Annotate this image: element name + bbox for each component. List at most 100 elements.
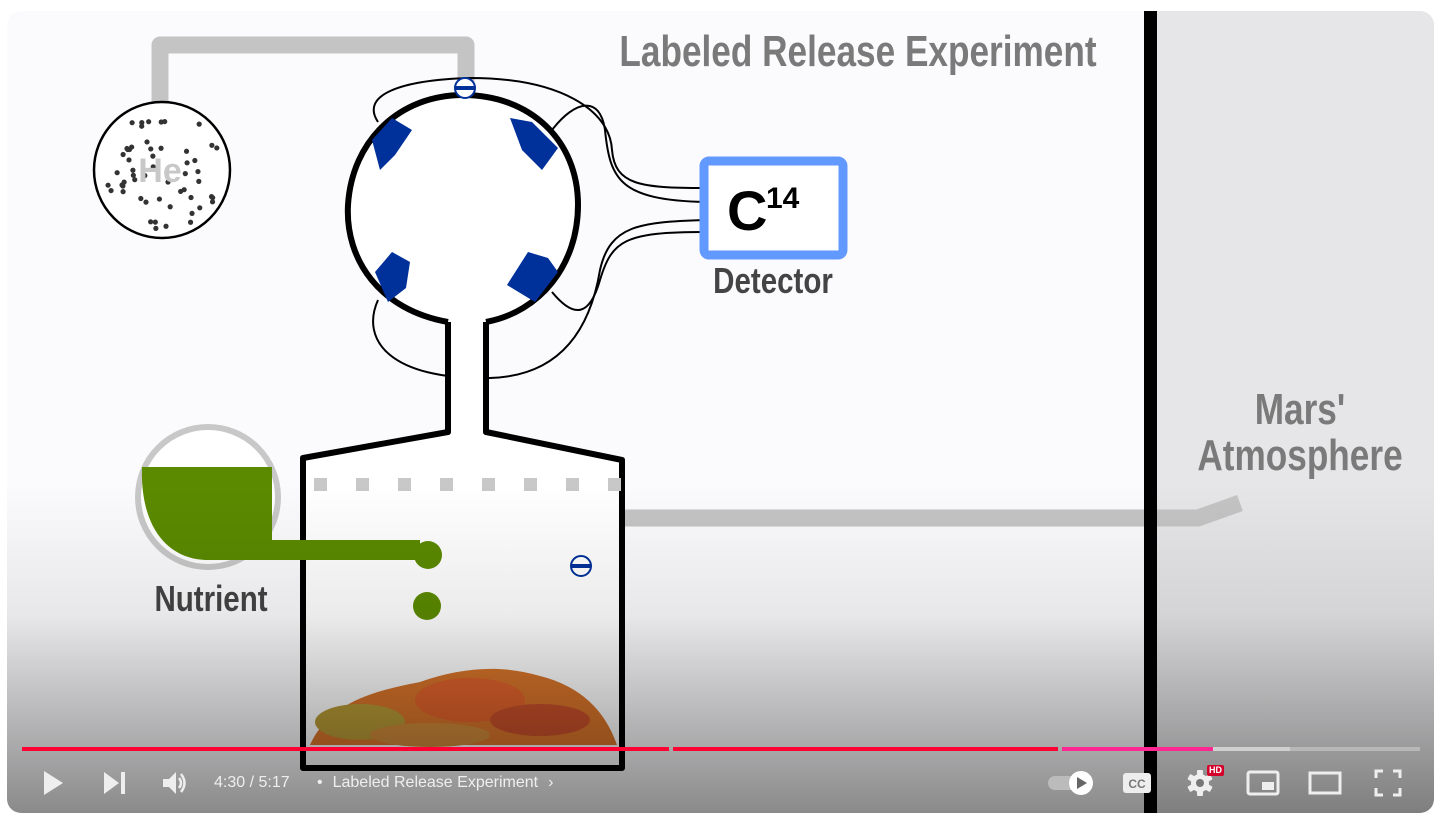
video-player[interactable]: He C 14 Detector Nutrient Labeled Releas… bbox=[7, 11, 1434, 813]
detector-symbol: C bbox=[727, 179, 767, 242]
helium-particle bbox=[129, 144, 135, 150]
mars-label-line2: Atmosphere bbox=[1197, 431, 1402, 480]
atmosphere-pipe bbox=[570, 494, 1243, 565]
screen-dot bbox=[524, 478, 537, 491]
miniplayer-button[interactable] bbox=[1245, 767, 1281, 799]
helium-particle bbox=[130, 172, 136, 178]
mars-panel bbox=[1150, 11, 1434, 813]
divider-wall bbox=[1144, 11, 1157, 813]
progress-bar[interactable] bbox=[22, 747, 1420, 751]
screen-dot bbox=[356, 478, 369, 491]
played-segment[interactable] bbox=[22, 747, 670, 751]
helium-particle bbox=[178, 188, 184, 195]
helium-particle bbox=[148, 146, 154, 152]
nutrient-flask bbox=[135, 424, 442, 620]
helium-particle bbox=[150, 164, 156, 170]
screen-dot bbox=[440, 478, 453, 491]
play-button[interactable] bbox=[37, 767, 69, 799]
helium-particle bbox=[163, 223, 169, 229]
helium-particle bbox=[187, 219, 194, 225]
helium-particle bbox=[197, 205, 203, 211]
helium-particle bbox=[153, 225, 159, 231]
helium-particle bbox=[130, 167, 136, 173]
helium-particle bbox=[129, 120, 135, 126]
ring-magnets bbox=[372, 118, 558, 302]
autoplay-toggle[interactable] bbox=[1047, 767, 1095, 799]
helium-particle bbox=[209, 199, 216, 205]
valve-icon bbox=[454, 77, 476, 99]
helium-tank bbox=[92, 100, 232, 240]
helium-particle bbox=[126, 157, 132, 163]
screen-dot bbox=[398, 478, 411, 491]
detector-wires bbox=[372, 76, 706, 380]
helium-particle bbox=[167, 204, 173, 210]
settings-button[interactable] bbox=[1183, 767, 1217, 799]
valve-icon bbox=[570, 555, 592, 577]
screen-dot bbox=[608, 478, 621, 491]
helium-particle bbox=[120, 151, 126, 158]
chevron-right-icon: › bbox=[548, 774, 554, 791]
helium-particle bbox=[188, 194, 194, 201]
volume-icon bbox=[163, 772, 186, 794]
detector-superscript: 14 bbox=[766, 182, 800, 215]
helium-particle bbox=[139, 123, 145, 129]
time-separator: / bbox=[249, 774, 255, 791]
chamber-screen bbox=[314, 478, 621, 491]
helium-particle bbox=[143, 199, 149, 205]
control-bar: 4:30 / 5:17 • Labeled Release Experiment… bbox=[7, 761, 1434, 805]
helium-particle bbox=[195, 168, 201, 175]
played-segment[interactable] bbox=[673, 747, 1058, 751]
helium-particle bbox=[183, 148, 190, 154]
helium-particle bbox=[192, 157, 198, 164]
theater-icon bbox=[1308, 771, 1342, 795]
chapter-button[interactable]: • Labeled Release Experiment › bbox=[317, 774, 553, 792]
current-time: 4:30 bbox=[214, 774, 246, 791]
helium-particle bbox=[144, 139, 150, 145]
play-icon bbox=[44, 771, 63, 795]
helium-particle bbox=[214, 145, 220, 151]
helium-particle bbox=[105, 182, 111, 188]
detector-box bbox=[699, 156, 848, 260]
captions-button[interactable]: CC bbox=[1120, 767, 1154, 799]
helium-particle bbox=[146, 119, 152, 125]
next-icon bbox=[104, 772, 125, 794]
frame-title: Labeled Release Experiment bbox=[619, 27, 1096, 76]
settings-icon bbox=[1187, 770, 1213, 796]
soil-sample bbox=[310, 668, 617, 747]
helium-particle bbox=[142, 172, 148, 179]
helium-particle bbox=[165, 179, 171, 185]
next-button[interactable] bbox=[99, 767, 131, 799]
helium-pipe bbox=[151, 36, 475, 105]
quality-badge: HD bbox=[1207, 765, 1224, 776]
fullscreen-icon bbox=[1374, 769, 1402, 797]
helium-particle bbox=[158, 119, 164, 125]
helium-particle bbox=[139, 120, 145, 126]
captions-icon: CC bbox=[1123, 773, 1151, 793]
nutrient-label: Nutrient bbox=[154, 578, 267, 618]
helium-particle bbox=[196, 178, 202, 184]
theater-button[interactable] bbox=[1307, 767, 1343, 799]
helium-particle bbox=[156, 196, 163, 202]
test-chamber bbox=[300, 322, 625, 771]
played-segment[interactable] bbox=[1062, 747, 1214, 751]
he-label: He bbox=[138, 152, 181, 190]
helium-particle bbox=[189, 210, 195, 216]
helium-particle bbox=[121, 179, 127, 185]
helium-particle bbox=[124, 145, 130, 152]
svg-text:CC: CC bbox=[1128, 777, 1146, 791]
volume-button[interactable] bbox=[159, 767, 191, 799]
miniplayer-icon bbox=[1246, 770, 1280, 796]
screen-dot bbox=[566, 478, 579, 491]
helium-particle bbox=[182, 171, 188, 177]
helium-particle bbox=[120, 189, 126, 195]
screen-dot bbox=[482, 478, 495, 491]
autoplay-toggle-icon bbox=[1048, 771, 1093, 795]
helium-particle bbox=[148, 219, 154, 225]
fullscreen-button[interactable] bbox=[1371, 767, 1405, 799]
helium-particle bbox=[114, 170, 120, 176]
helium-particle bbox=[209, 142, 215, 148]
video-frame: He C 14 Detector Nutrient Labeled Releas… bbox=[92, 11, 1434, 813]
mars-label-line1: Mars' bbox=[1255, 385, 1346, 434]
helium-particle bbox=[196, 121, 202, 127]
time-display: 4:30 / 5:17 bbox=[214, 774, 290, 792]
